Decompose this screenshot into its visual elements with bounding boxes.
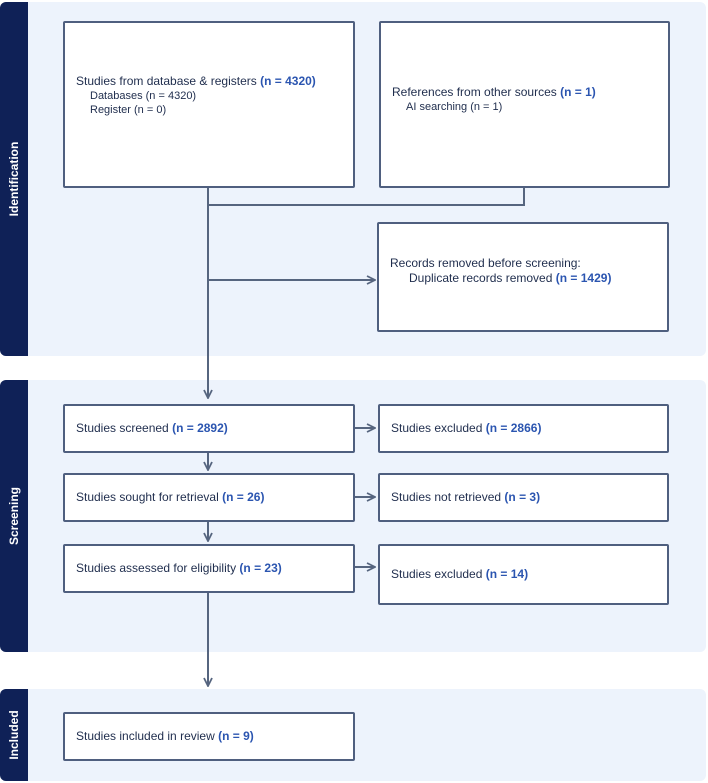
database-registers-label: Studies from database & registers	[76, 74, 257, 88]
other-sources-count: (n = 1)	[560, 85, 596, 99]
studies-assessed-box: Studies assessed for eligibility (n = 23…	[63, 544, 355, 593]
studies-included-box: Studies included in review (n = 9)	[63, 712, 355, 761]
screening-stage-bar: Screening	[0, 380, 28, 652]
records-removed-label: Records removed before screening:	[390, 256, 581, 270]
studies-screened-label: Studies screened	[76, 421, 169, 435]
duplicates-label: Duplicate records removed	[409, 271, 553, 285]
studies-excluded-eligibility-label: Studies excluded	[391, 567, 483, 581]
included-stage-bar: Included	[0, 689, 28, 781]
register-line: Register (n = 0)	[90, 104, 167, 116]
studies-not-retrieved-label: Studies not retrieved	[391, 490, 502, 504]
databases-line: Databases (n = 4320)	[90, 90, 197, 102]
studies-sought-box: Studies sought for retrieval (n = 26)	[63, 473, 355, 522]
studies-assessed-label: Studies assessed for eligibility	[76, 561, 237, 575]
studies-screened-box: Studies screened (n = 2892)	[63, 404, 355, 453]
studies-included-label: Studies included in review	[76, 729, 215, 743]
studies-excluded-box: Studies excluded (n = 2866)	[378, 404, 669, 453]
identification-label: Identification	[7, 141, 21, 217]
studies-excluded-label: Studies excluded	[391, 421, 483, 435]
studies-not-retrieved-count: (n = 3)	[504, 490, 541, 504]
studies-sought-label: Studies sought for retrieval	[76, 490, 219, 504]
database-registers-box: Studies from database & registers (n = 4…	[63, 21, 355, 188]
identification-stage-bar: Identification	[0, 2, 28, 356]
included-label: Included	[7, 710, 21, 760]
studies-sought-count: (n = 26)	[222, 490, 265, 504]
other-sources-label: References from other sources	[392, 85, 557, 99]
other-sources-box: References from other sources (n = 1) AI…	[379, 21, 670, 188]
studies-assessed-count: (n = 23)	[239, 561, 282, 575]
studies-excluded-count: (n = 2866)	[485, 421, 542, 435]
studies-not-retrieved-box: Studies not retrieved (n = 3)	[378, 473, 669, 522]
studies-included-count: (n = 9)	[218, 729, 254, 743]
studies-excluded-eligibility-count: (n = 14)	[485, 567, 529, 581]
ai-searching-line: AI searching (n = 1)	[406, 101, 503, 113]
studies-excluded-eligibility-box: Studies excluded (n = 14)	[378, 544, 669, 605]
studies-screened-count: (n = 2892)	[172, 421, 228, 435]
records-removed-box: Records removed before screening: Duplic…	[377, 222, 669, 332]
screening-label: Screening	[7, 486, 21, 546]
database-registers-count: (n = 4320)	[260, 74, 316, 88]
duplicates-count: (n = 1429)	[555, 271, 612, 285]
